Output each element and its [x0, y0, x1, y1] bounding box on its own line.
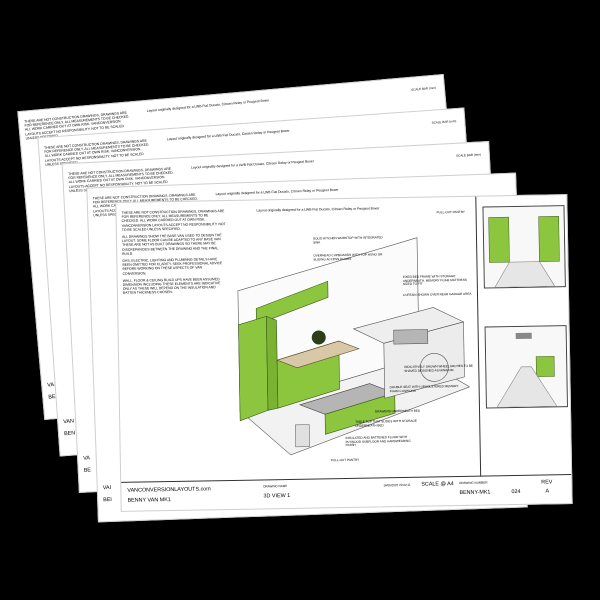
project-name: BENNY VAN MK1	[127, 497, 171, 504]
rear-bed-view	[482, 205, 566, 289]
company-name: VANCONVERSIONLAYOUTS.com	[127, 486, 211, 494]
layout-note: Layout originally designed for a LWB Fia…	[256, 206, 380, 213]
disclaimer-note-services: GAS, ELECTRIC, LIGHTING AND PLUMBING DET…	[122, 257, 223, 276]
van-interior-3d-view	[237, 237, 471, 456]
title-company-fragment: VAI	[102, 484, 112, 492]
pull-out-pantry-shape	[294, 424, 310, 448]
wheel-arch	[419, 353, 449, 382]
layout-note: Layout originally designed for a LWB Fia…	[190, 159, 315, 170]
revision-label: REV	[541, 479, 553, 486]
title-project-fragment: BEN	[63, 430, 76, 438]
front-cab-view	[484, 325, 568, 409]
callout-wheel-arches: INDICATIVELY SHOWN WHEEL ARCHES TO BE SH…	[404, 363, 473, 373]
layout-note: Layout originally designed for a LWB Fia…	[146, 98, 270, 113]
rear-bed-view-svg	[483, 206, 565, 288]
disclaimer-heading: THESE ARE NOT CONSTRUCTION DRAWINGS, DRA…	[121, 209, 226, 232]
drawing-sheet-front: THESE ARE NOT CONSTRUCTION DRAWINGS, DRA…	[115, 194, 573, 512]
disclaimer-note-buildups: WALL, FLOOR & CEILING BUILD UPS HAVE BEE…	[122, 276, 221, 296]
drawing-date: 16/06/2022 22:02:11	[383, 482, 411, 488]
drawing-scale: SCALE @ A4	[421, 481, 454, 488]
title-project-fragment: BE	[83, 467, 92, 474]
title-project-fragment: BEI	[103, 496, 113, 504]
callout-table: TABLE TOP THAT SLIDES WITH STORAGE UNDER…	[355, 418, 418, 428]
side-views-panel	[475, 195, 572, 477]
disclaimer-note-base-van: ALL DRAWINGS SHOW THE BASE VAN USED TO D…	[121, 233, 222, 256]
seat-base	[324, 392, 396, 435]
layout-note: Layout originally designed for a LWB Fia…	[215, 187, 339, 197]
plant-icon	[311, 330, 326, 345]
scale-bar-label: SCALE BAR (mm)	[456, 152, 481, 158]
scale-bar-label: SCALE BAR (mm)	[411, 85, 437, 92]
drawing-number-label: DRAWING NUMBER	[459, 480, 488, 486]
front-cab-view-svg	[485, 326, 567, 408]
callout-double-seat: DOUBLE SEAT WITH UPHOLSTERED MEMORY FOAM…	[389, 384, 459, 393]
bed-cushion	[393, 329, 429, 345]
tall-cabinet	[238, 315, 269, 422]
callout-worktop: SOLID KITCHEN WORKTOP WITH INTEGRATED SI…	[312, 235, 383, 245]
drawing-name-label: DRAWING NAME	[263, 484, 288, 489]
drawing-number: BENNY-MK1	[459, 489, 491, 497]
callout-cupboards: OVERHEAD CUPBOARDS WITH TOP HUNG OR SLID…	[313, 252, 383, 262]
callout-floor: INSULATED AND BATTENED FLOOR WITH PLYWOO…	[345, 434, 411, 448]
revision: A	[545, 488, 550, 495]
scale-bar-label: SCALE BAR (mm)	[431, 119, 457, 125]
disclaimer-block: THESE ARE NOT CONSTRUCTION DRAWINGS, DRA…	[121, 209, 226, 295]
worktop	[276, 340, 360, 369]
drawing-name: 3D VIEW 1	[263, 492, 291, 500]
title-company-fragment: VA	[82, 455, 91, 462]
sheet-number: 024	[511, 488, 521, 496]
title-company-fragment: VAN	[63, 418, 75, 426]
callout-bed-frame: FIXED BED FRAME WITH STORAGE UNDERNEATH.…	[402, 274, 467, 287]
layout-note: Layout originally designed for a LWB Fia…	[166, 128, 290, 142]
